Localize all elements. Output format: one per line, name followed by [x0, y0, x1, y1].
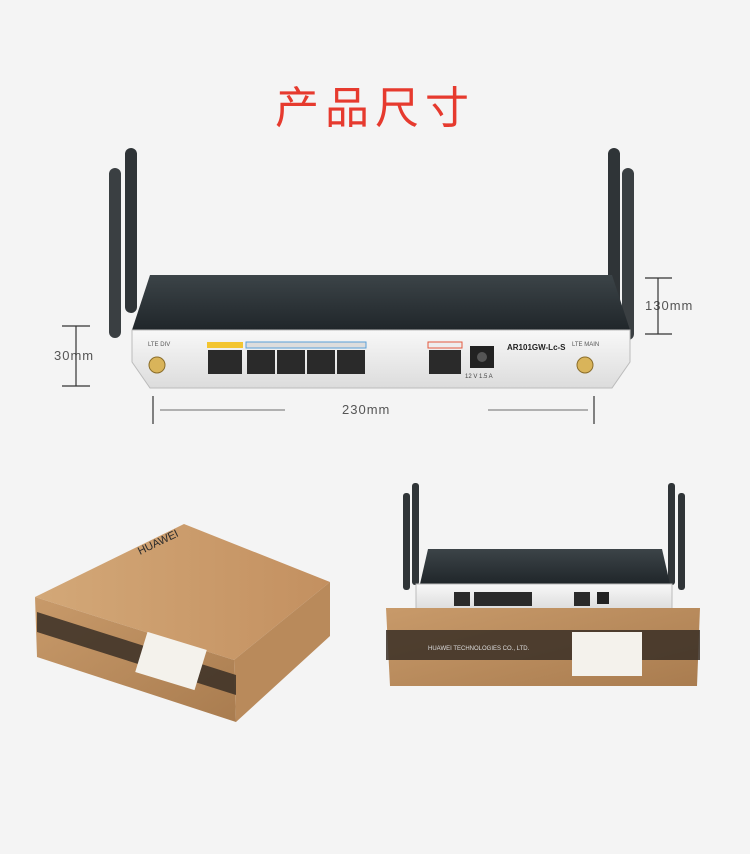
router-main-view: LTE DIV 12 V 1.5 A AR101GW-Lc-S LTE MAIN: [109, 148, 634, 389]
lte-div-connector: [148, 356, 166, 374]
lte-main-connector: [576, 356, 594, 374]
console-port: [429, 350, 461, 374]
dimension-lines: [62, 277, 672, 424]
box-maker-label: HUAWEI TECHNOLOGIES CO., LTD.: [428, 646, 530, 652]
height-dimension-label: 30mm: [54, 348, 95, 363]
router-on-box: HUAWEI TECHNOLOGIES CO., LTD.: [386, 483, 700, 686]
antenna-right: [608, 148, 634, 340]
huawei-shipping-box: HUAWEI: [35, 524, 330, 722]
antenna-height-dimension-label: 130mm: [645, 298, 694, 313]
lte-main-label: LTE MAIN: [572, 342, 599, 348]
lte-div-label: LTE DIV: [148, 342, 170, 348]
power-label: 12 V 1.5 A: [465, 374, 493, 380]
page-title: 产品尺寸: [275, 83, 475, 134]
model-label: AR101GW-Lc-S: [507, 343, 566, 352]
width-dimension-label: 230mm: [342, 402, 391, 417]
antenna-left: [109, 148, 137, 338]
ge-port-block: [245, 341, 367, 374]
